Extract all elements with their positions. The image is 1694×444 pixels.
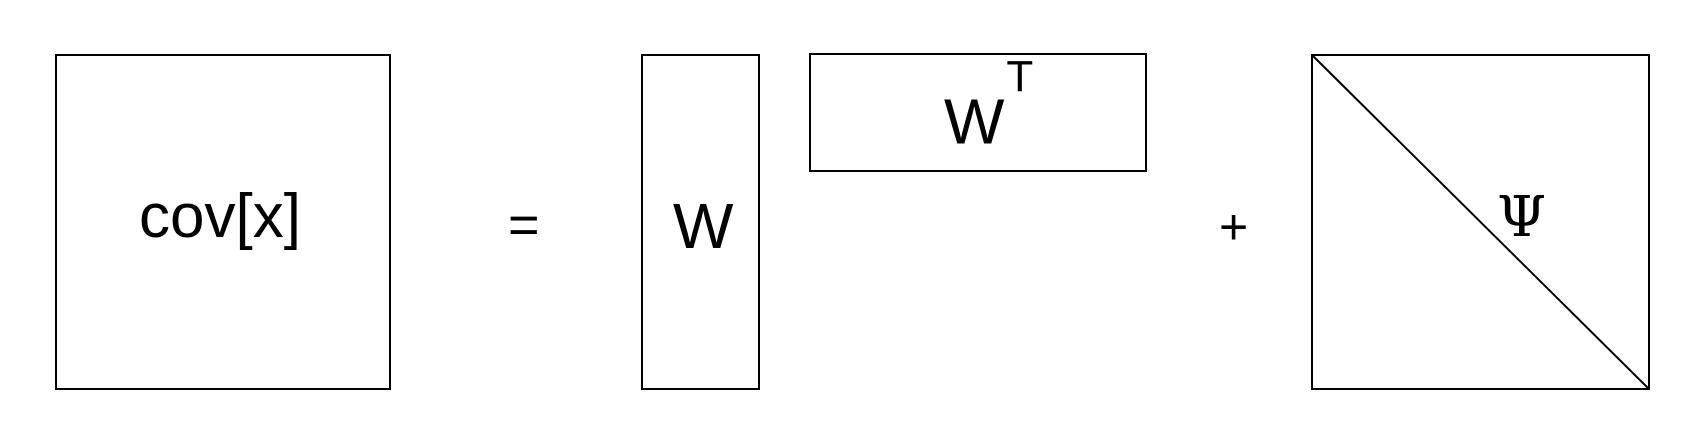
w-matrix-label: W [673,190,734,262]
wt-matrix-box [809,53,1147,172]
cov-matrix-box [55,54,391,390]
equals-sign: = [508,195,540,255]
wt-matrix-superscript: T [1006,52,1034,101]
w-matrix-box [641,54,760,390]
wt-matrix-base: W [944,85,1005,158]
psi-matrix-label: Ψ [1497,185,1547,250]
wt-matrix-label: WT [944,55,1033,154]
cov-matrix-label: cov[x] [139,182,301,251]
plus-sign: + [1219,199,1249,255]
